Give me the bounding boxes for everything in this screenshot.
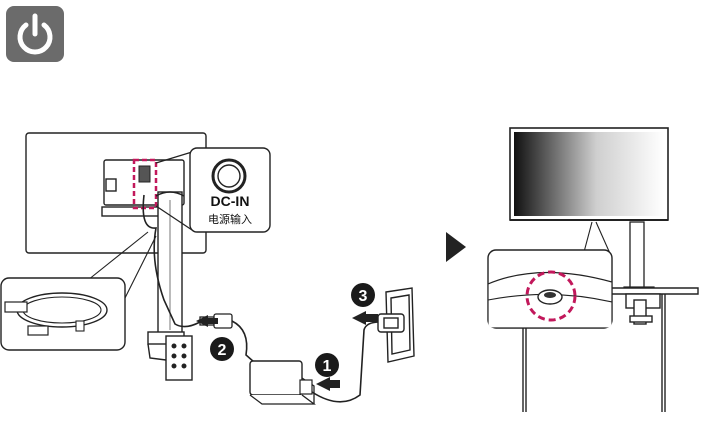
dc-in-callout: DC-IN 电源输入: [155, 147, 271, 233]
step-1-arrow: [316, 377, 340, 391]
step-3-label: 3: [359, 288, 368, 305]
step-3-badge: 3: [351, 283, 375, 307]
play-arrow-icon: [446, 232, 466, 262]
power-icon: [6, 6, 64, 62]
monitor-front: [509, 127, 669, 294]
step-3-arrow: [352, 311, 378, 325]
power-adapter: [231, 320, 381, 405]
step-2-arrow: [196, 315, 218, 327]
step-2-label: 2: [218, 342, 227, 359]
step-1-label: 1: [323, 358, 332, 375]
power-button-callout: [487, 221, 613, 329]
step-1-badge: 1: [315, 353, 339, 377]
dc-in-label: DC-IN: [211, 193, 250, 209]
cable-detail-callout: [0, 231, 157, 351]
wall-socket: [377, 287, 415, 363]
highlight-port-area: [132, 158, 158, 210]
dc-cable-stand: [142, 194, 201, 328]
step-2-badge: 2: [210, 337, 234, 361]
power-button-highlight: [525, 270, 577, 322]
dc-in-label-cn: 电源输入: [208, 212, 252, 226]
